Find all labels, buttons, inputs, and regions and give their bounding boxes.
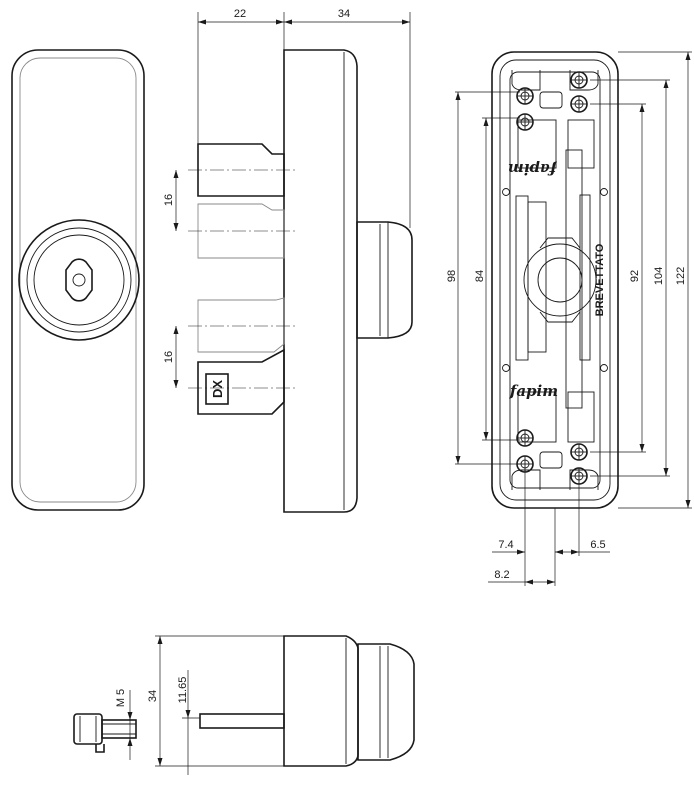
dim-92-label: 92 [629,270,641,282]
thread-label: M 5 [115,689,127,707]
cylinder-face [33,234,125,326]
dim-11-65-label: 11.65 [177,677,189,704]
bottom-body [283,635,359,767]
side-view: 22 34 16 16 DX [163,8,413,513]
keyhole-center [72,273,86,287]
lower-cam-ghost [197,297,285,353]
dim-104-label: 104 [653,267,665,285]
brand-logo-bottom: fapim [509,382,558,400]
side-knob [356,221,413,339]
front-plate-inner [19,57,137,503]
hand-box [205,373,229,405]
hand-label: DX [210,380,225,398]
cylinder-outer-ring [18,219,140,341]
dim-122-label: 122 [675,267,687,285]
dim-16-upper-label: 16 [163,194,175,206]
dim-8-2-label: 8.2 [494,569,509,581]
brand-logo-top: fapim [508,160,557,178]
side-body [283,49,358,513]
upper-cam-ghost [197,203,285,259]
dim-84-label: 84 [474,270,486,282]
dim-16-lower-label: 16 [163,351,175,363]
lower-cam [197,348,285,415]
upper-cam [197,143,285,197]
screw-holes [502,71,608,485]
cylinder-inner-ring [26,227,132,333]
back-plate-inner [499,59,611,501]
dim-6-5-label: 6.5 [590,539,605,551]
bottom-knob [357,643,415,761]
front-view [11,49,145,511]
screw-detail: M 5 [73,689,137,760]
dim-7-4-label: 7.4 [498,539,513,551]
dim-34-bottom-label: 34 [147,690,159,702]
dim-22-label: 22 [234,8,246,20]
bottom-view: M 5 34 11.65 [73,635,415,775]
patent-text: BREVETTATO [594,243,606,316]
keyhole-icon [65,258,93,302]
dim-34-label: 34 [338,8,350,20]
front-plate-outline [11,49,145,511]
dim-98-label: 98 [446,270,458,282]
back-view: fapim fapim BREVETTATO 98 84 92 104 [446,51,692,586]
